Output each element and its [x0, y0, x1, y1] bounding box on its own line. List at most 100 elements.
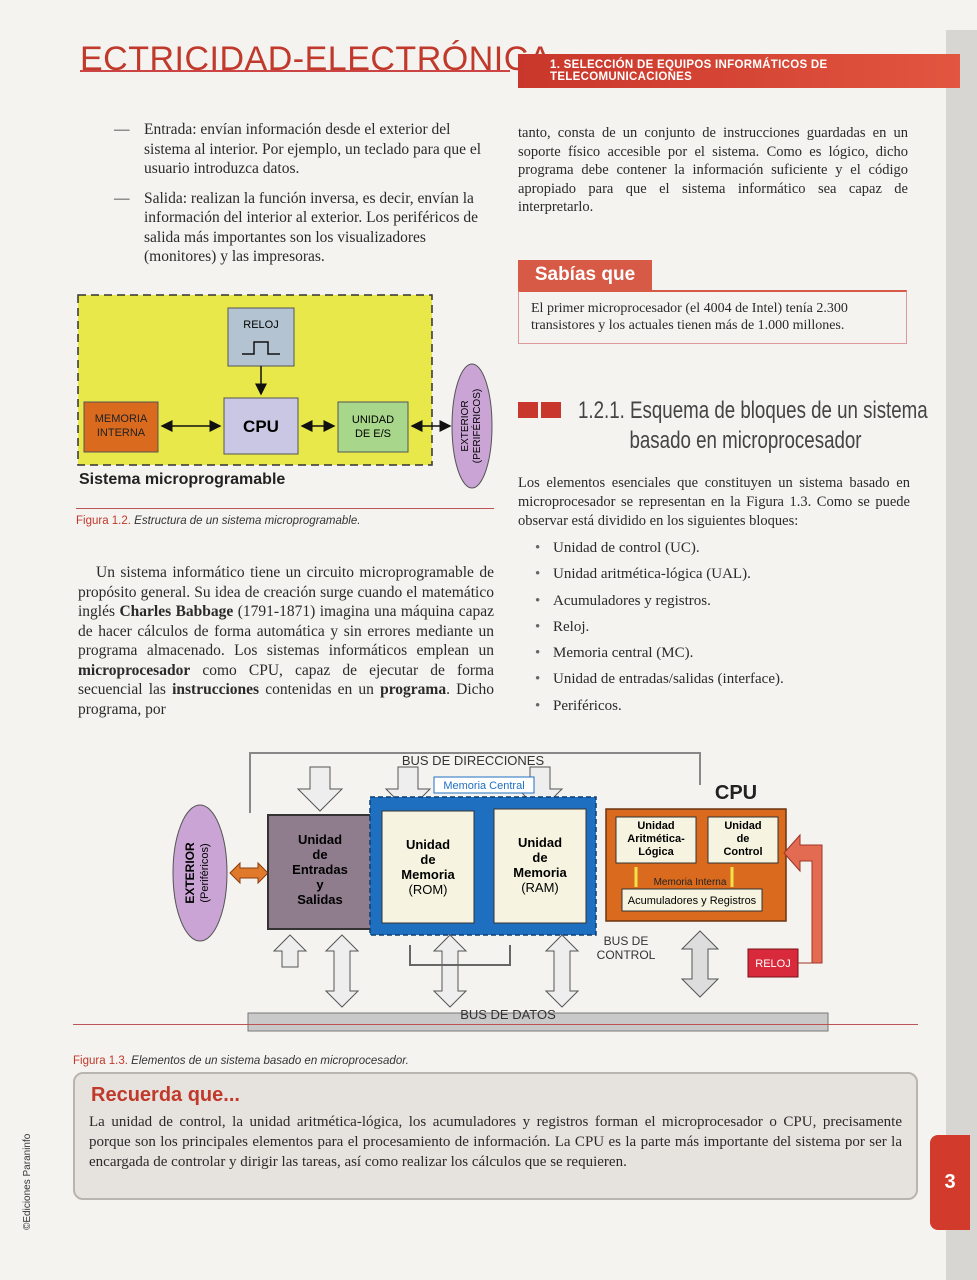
- memoria-central-label: Memoria Central: [443, 780, 524, 792]
- list-item: — Salida: realizan la función inversa, e…: [78, 189, 494, 267]
- acumuladores-block: [621, 888, 763, 912]
- paragraph-bold: microprocesador: [78, 661, 191, 679]
- caption-number: Figura 1.3.: [73, 1055, 128, 1067]
- address-arrow-es: [296, 766, 344, 812]
- memoria-label: MEMORIA: [95, 413, 148, 425]
- data-arrow: [544, 934, 580, 1008]
- figure-1-2-diagram: RELOJ CPU MEMORIA INTERNA UNIDAD DE E/S …: [77, 294, 493, 489]
- section-title: 1.2.1. Esquema de bloques de un sistema …: [578, 396, 928, 456]
- es-label: de: [312, 847, 327, 862]
- recuerda-title: Recuerda que...: [91, 1084, 240, 1106]
- paragraph-text: . Dicho programa, por: [78, 681, 495, 718]
- ual-label: Aritmética-: [627, 833, 685, 845]
- caption-number: Figura 1.2.: [76, 515, 131, 527]
- sabias-que-tag: Sabías que: [518, 260, 652, 290]
- control-bus-arrow: [680, 930, 720, 998]
- exterior-ellipse: [172, 804, 228, 942]
- bus-control-label: CONTROL: [597, 948, 656, 962]
- exterior-ellipse: [451, 363, 493, 489]
- cpu-label: CPU: [715, 782, 757, 804]
- ram-block: [493, 808, 587, 924]
- dash-marker: —: [114, 189, 130, 207]
- ram-label: Memoria: [513, 865, 567, 880]
- list-item: Reloj.: [535, 619, 784, 645]
- figure-1-2-caption: Figura 1.2. Estructura de un sistema mic…: [76, 515, 360, 527]
- memoria-interna-label: Memoria Interna: [654, 877, 727, 888]
- data-arrow: [324, 934, 360, 1008]
- bus-direcciones-label: BUS DE DIRECCIONES: [402, 753, 545, 768]
- block-list: Unidad de control (UC). Unidad aritmétic…: [535, 540, 784, 724]
- uc-label: Control: [723, 846, 762, 858]
- ram-label: (RAM): [521, 880, 559, 895]
- paragraph-bold: Charles Babbage: [119, 603, 234, 620]
- clock-pulse-icon: [242, 341, 280, 355]
- intro-paragraph: Los elementos esenciales que constituyen…: [518, 475, 910, 529]
- data-bus-link: [409, 945, 511, 966]
- paragraph-bold: programa: [380, 681, 447, 698]
- babbage-paragraph: Un sistema informático tiene un circuito…: [78, 563, 494, 719]
- es-label: UNIDAD: [352, 414, 394, 426]
- es-label: Unidad: [298, 832, 342, 847]
- paragraph-text: contenidas en un: [259, 681, 381, 698]
- clock-to-cpu-arrow: [783, 833, 823, 964]
- es-label: y: [316, 877, 324, 892]
- section-number: 1.2.1.: [578, 397, 625, 424]
- exterior-label: EXTERIOR: [183, 842, 197, 904]
- caption-rule: [73, 1024, 918, 1025]
- paragraph-bold: instrucciones: [172, 681, 260, 698]
- section-title-line: basado en microprocesador: [629, 427, 862, 454]
- bus-direcciones-frame: [249, 752, 701, 813]
- caption-text: Elementos de un sistema basado en microp…: [127, 1055, 409, 1067]
- rom-label: de: [420, 852, 435, 867]
- continuation-paragraph: tanto, consta de un conjunto de instrucc…: [518, 125, 908, 215]
- memoria-block: [83, 401, 159, 453]
- bus-datos-label: BUS DE DATOS: [460, 1007, 556, 1022]
- ual-label: Lógica: [638, 846, 674, 858]
- list-item: Unidad de entradas/salidas (interface).: [535, 671, 784, 697]
- paragraph-text: Un sistema informático tiene un circuito…: [78, 564, 494, 620]
- section-title-line: Esquema de bloques de un sistema: [630, 397, 928, 424]
- uc-label: de: [737, 833, 750, 845]
- es-label: DE E/S: [355, 428, 391, 440]
- list-item: Periféricos.: [535, 698, 784, 724]
- list-item: Unidad aritmética-lógica (UAL).: [535, 566, 784, 592]
- cpu-label: CPU: [243, 417, 279, 436]
- data-arrow: [272, 934, 308, 968]
- list-item: — Entrada: envían información desde el e…: [78, 120, 494, 179]
- section-marker: [518, 402, 564, 423]
- reloj-block: [747, 948, 799, 978]
- paragraph-text: como CPU, capaz de ejecutar de forma sec…: [78, 661, 494, 699]
- memoria-label: INTERNA: [97, 427, 146, 439]
- recuerda-text: La unidad de control, la unidad aritméti…: [89, 1114, 902, 1170]
- exterior-es-arrow: [229, 861, 269, 885]
- recuerda-box: Recuerda que... La unidad de control, la…: [73, 1072, 918, 1200]
- exterior-label: (PERIFÉRICOS): [470, 389, 483, 463]
- es-label: Salidas: [297, 892, 343, 907]
- chapter-header: 1. SELECCIÓN DE EQUIPOS INFORMÁTICOS DE …: [518, 54, 960, 88]
- list-item-text: Salida: realizan la función inversa, es …: [144, 189, 478, 266]
- data-arrow: [432, 934, 468, 1008]
- title-rule: [80, 70, 510, 72]
- page-number: 3: [930, 1135, 970, 1230]
- caption-rule: [76, 508, 494, 509]
- sabias-que-box: El primer microprocesador (el 4004 de In…: [518, 290, 907, 344]
- ram-label: Unidad: [518, 835, 562, 850]
- es-block: [267, 814, 374, 930]
- memoria-central-tag: [433, 776, 535, 794]
- reloj-label: RELOJ: [243, 319, 278, 331]
- rom-label: (ROM): [409, 882, 448, 897]
- rom-label: Unidad: [406, 837, 450, 852]
- ual-block: [615, 816, 697, 864]
- list-item: Unidad de control (UC).: [535, 540, 784, 566]
- list-item: Memoria central (MC).: [535, 645, 784, 671]
- list-item: Acumuladores y registros.: [535, 593, 784, 619]
- rom-block: [381, 810, 475, 924]
- list-item-text: Entrada: envían información desde el ext…: [144, 121, 482, 177]
- system-label: Sistema microprogramable: [79, 471, 285, 488]
- reloj-label: RELOJ: [755, 958, 790, 970]
- cpu-block: [223, 397, 299, 455]
- ual-label: Unidad: [637, 820, 674, 832]
- es-label: Entradas: [292, 862, 348, 877]
- exterior-label: (Periféricos): [199, 843, 211, 902]
- uc-block: [707, 816, 779, 864]
